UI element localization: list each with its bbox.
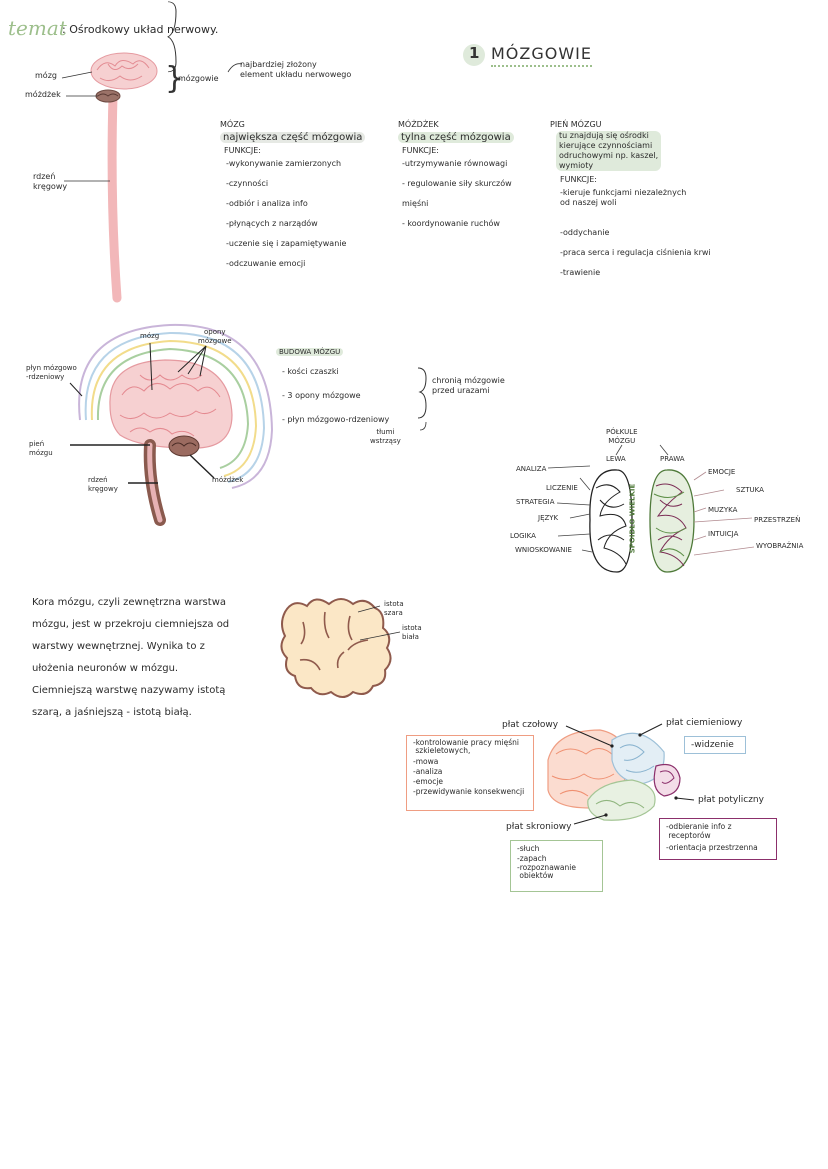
hemisphere-left-label: LEWA bbox=[606, 455, 626, 463]
mozdzek-title: MÓŻDŻEK bbox=[398, 120, 439, 129]
skroniowy-item: -słuch bbox=[517, 844, 540, 853]
kora-line: szarą, a jaśniejszą - istotą białą. bbox=[32, 707, 192, 718]
head-label-mozg: mózg bbox=[140, 332, 160, 340]
ciemieniowy-item: -widzenie bbox=[691, 740, 734, 750]
left-hemisphere-item: LICZENIE bbox=[546, 484, 578, 492]
czolowy-item: -kontrolowanie pracy mięśni szkieletowyc… bbox=[413, 738, 519, 755]
czolowy-item: -mowa bbox=[413, 757, 439, 766]
spine-label-mozgowie: mózgowie bbox=[178, 74, 219, 83]
mozdzek-funkcje-label: FUNKCJE: bbox=[402, 146, 439, 155]
mozg-item: -uczenie się i zapamiętywanie bbox=[226, 239, 347, 248]
head-label-mozdzek: móżdżek bbox=[212, 476, 244, 484]
mozg-item: -płynących z narządów bbox=[226, 219, 318, 228]
skroniowy-functions-box: -słuch -zapach -rozpoznawanie obiektów bbox=[510, 840, 603, 892]
mozdzek-item: -utrzymywanie równowagi bbox=[402, 159, 508, 168]
right-hemisphere-item: MUZYKA bbox=[708, 506, 738, 514]
section-number: 1 bbox=[469, 44, 480, 62]
kora-line: ułożenia neuronów w mózgu. bbox=[32, 663, 179, 674]
pien-title: PIEŃ MÓZGU bbox=[550, 120, 602, 129]
pien-item: -oddychanie bbox=[560, 228, 610, 237]
left-hemisphere-item: ANALIZA bbox=[516, 465, 547, 473]
czolowy-item: -analiza bbox=[413, 767, 443, 776]
column-mozdzek: MÓŻDŻEK tylna część mózgowia FUNKCJE: -u… bbox=[398, 120, 543, 239]
cortex-drawing bbox=[280, 598, 401, 698]
mozg-funkcje-label: FUNKCJE: bbox=[224, 146, 261, 155]
mozdzek-item: - koordynowanie ruchów bbox=[402, 219, 500, 228]
spine-brace: } bbox=[165, 61, 185, 96]
budowa-small-note: tłumi wstrząsy bbox=[370, 428, 401, 445]
left-hemisphere-item: LOGIKA bbox=[510, 532, 536, 540]
topic-title: : Ośrodkowy układ nerwowy. bbox=[62, 23, 219, 36]
mozg-item: -czynności bbox=[226, 179, 269, 188]
spine-annotation: najbardziej złożony element układu nerwo… bbox=[240, 60, 352, 79]
right-hemisphere-item: PRZESTRZEŃ bbox=[754, 516, 801, 524]
mozg-subtitle: największa część mózgowia bbox=[220, 131, 390, 144]
budowa-brace bbox=[417, 367, 427, 419]
section-number-badge bbox=[463, 44, 485, 66]
spine-label-mozg: mózg bbox=[35, 71, 57, 80]
right-hemisphere-item: WYOBRAŹNIA bbox=[756, 542, 804, 550]
right-hemisphere-item: EMOCJE bbox=[708, 468, 736, 476]
kora-line: warstwy wewnętrznej. Wynika to z bbox=[32, 641, 205, 652]
hemispheres-title: PÓŁKULE MÓZGU bbox=[606, 428, 638, 445]
mozdzek-item: mięśni bbox=[402, 199, 429, 208]
label-istota-biala: istota biała bbox=[402, 624, 422, 641]
kora-paragraph: Kora mózgu, czyli zewnętrzna warstwa móz… bbox=[32, 596, 257, 719]
lobes-drawing bbox=[547, 723, 695, 825]
kora-line: Ciemniejszą warstwę nazywamy istotą bbox=[32, 685, 226, 696]
lobe-label-ciemieniowy: płat ciemieniowy bbox=[666, 718, 743, 728]
column-pien: PIEŃ MÓZGU tu znajdują się ośrodki kieru… bbox=[550, 120, 765, 288]
potyliczny-item: -orientacja przestrzenna bbox=[666, 843, 758, 852]
head-label-rdzen: rdzeń kręgowy bbox=[88, 476, 118, 493]
budowa-item: - płyn mózgowo-rdzeniowy bbox=[282, 415, 390, 424]
pien-subtitle: tu znajdują się ośrodki kierujące czynno… bbox=[556, 131, 765, 171]
mozg-item: -odczuwanie emocji bbox=[226, 259, 306, 268]
ciemieniowy-functions-box: -widzenie bbox=[684, 736, 746, 754]
right-hemisphere-item: INTUICJA bbox=[708, 530, 739, 538]
spine-label-mozdzek: móżdżek bbox=[25, 90, 61, 99]
left-hemisphere-item: STRATEGIA bbox=[516, 498, 555, 506]
kora-line: mózgu, jest w przekroju ciemniejsza od bbox=[32, 619, 230, 630]
lobe-label-czolowy: płat czołowy bbox=[502, 720, 559, 730]
section-title: MÓZGOWIE bbox=[491, 44, 592, 67]
lobe-label-skroniowy: płat skroniowy bbox=[506, 822, 572, 832]
topic-word: temat bbox=[8, 16, 67, 40]
mozg-item: -wykonywanie zamierzonych bbox=[226, 159, 342, 168]
mozg-item: -odbiór i analiza info bbox=[226, 199, 308, 208]
head-label-opony: opony mózgowe bbox=[198, 328, 232, 345]
left-hemisphere-item: JĘZYK bbox=[538, 514, 559, 522]
head-label-plyn: płyn mózgowo -rdzeniowy bbox=[26, 364, 77, 381]
mozdzek-item: - regulowanie siły skurczów bbox=[402, 179, 512, 188]
budowa-item: - 3 opony mózgowe bbox=[282, 391, 361, 400]
potyliczny-item: -odbieranie info z receptorów bbox=[666, 822, 732, 840]
budowa-brace-note: chronią mózgowie przed urazami bbox=[432, 376, 505, 395]
hemisphere-right-label: PRAWA bbox=[660, 455, 685, 463]
skroniowy-item: -rozpoznawanie obiektów bbox=[517, 863, 576, 880]
pien-item: -praca serca i regulacja ciśnienia krwi bbox=[560, 248, 711, 257]
right-hemisphere-item: SZTUKA bbox=[736, 486, 764, 494]
lobe-label-potyliczny: płat potyliczny bbox=[698, 795, 764, 805]
budowa-section: BUDOWA MÓZGU - kości czaszki - 3 opony m… bbox=[276, 348, 416, 425]
skroniowy-item: -zapach bbox=[517, 854, 547, 863]
czolowy-item: -przewidywanie konsekwencji bbox=[413, 787, 525, 796]
mozdzek-subtitle: tylna część mózgowia bbox=[398, 131, 543, 144]
budowa-title: BUDOWA MÓZGU bbox=[276, 348, 416, 357]
label-istota-szara: istota szara bbox=[384, 600, 404, 617]
head-label-pien: pień mózgu bbox=[29, 440, 53, 457]
czolowy-item: -emocje bbox=[413, 777, 444, 786]
column-mozg: MÓZG największa część mózgowia FUNKCJE: … bbox=[220, 120, 390, 279]
mozg-title: MÓZG bbox=[220, 120, 245, 129]
corpus-callosum-label: SPOIDŁO WIELKIE bbox=[628, 483, 637, 554]
left-hemisphere-item: WNIOSKOWANIE bbox=[515, 546, 572, 554]
pien-funkcje-label: FUNKCJE: bbox=[560, 175, 597, 184]
pien-item: -kieruje funkcjami niezależnych od nasze… bbox=[560, 188, 687, 207]
kora-line: Kora mózgu, czyli zewnętrzna warstwa bbox=[32, 597, 226, 608]
pien-item: -trawienie bbox=[560, 268, 601, 277]
spine-diagram-drawing bbox=[61, 1, 243, 303]
potyliczny-functions-box: -odbieranie info z receptorów -orientacj… bbox=[659, 818, 777, 860]
spine-label-rdzen: rdzeń kręgowy bbox=[33, 172, 68, 191]
budowa-item: - kości czaszki bbox=[282, 367, 339, 376]
czolowy-functions-box: -kontrolowanie pracy mięśni szkieletowyc… bbox=[406, 735, 534, 811]
